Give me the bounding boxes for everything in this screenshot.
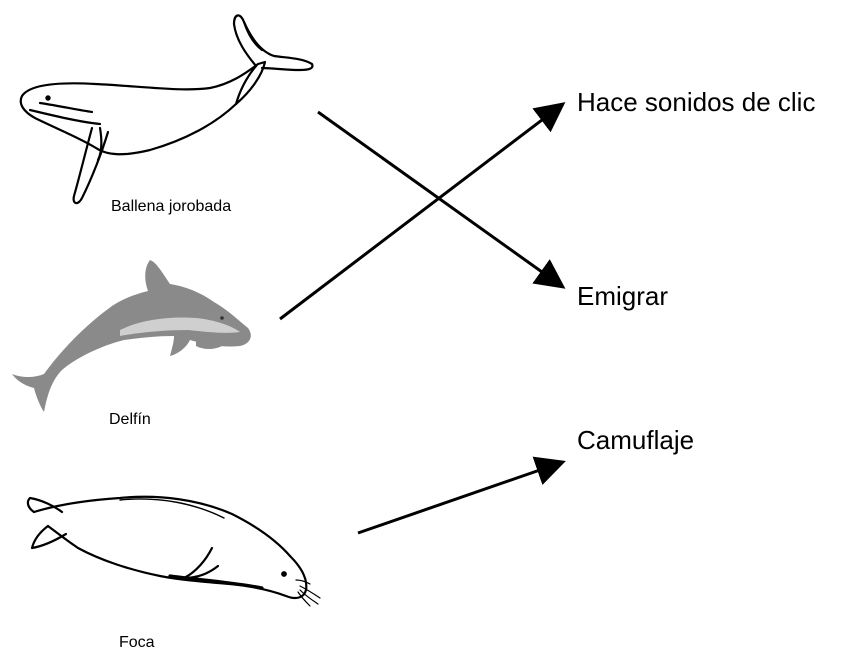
arrow-dolphin-to-clic	[280, 104, 563, 319]
label-behavior-migrate: Emigrar	[577, 281, 668, 312]
arrow-seal-to-camuflaje	[358, 462, 563, 533]
label-behavior-camouflage: Camuflaje	[577, 425, 694, 456]
seal-icon	[28, 497, 320, 606]
label-humpback-whale: Ballena jorobada	[111, 198, 231, 216]
label-behavior-click-sounds: Hace sonidos de clic	[577, 87, 815, 118]
dolphin-icon	[12, 260, 251, 412]
humpback-whale-icon	[21, 15, 313, 203]
label-seal: Foca	[119, 634, 155, 652]
label-dolphin: Delfín	[109, 411, 151, 429]
